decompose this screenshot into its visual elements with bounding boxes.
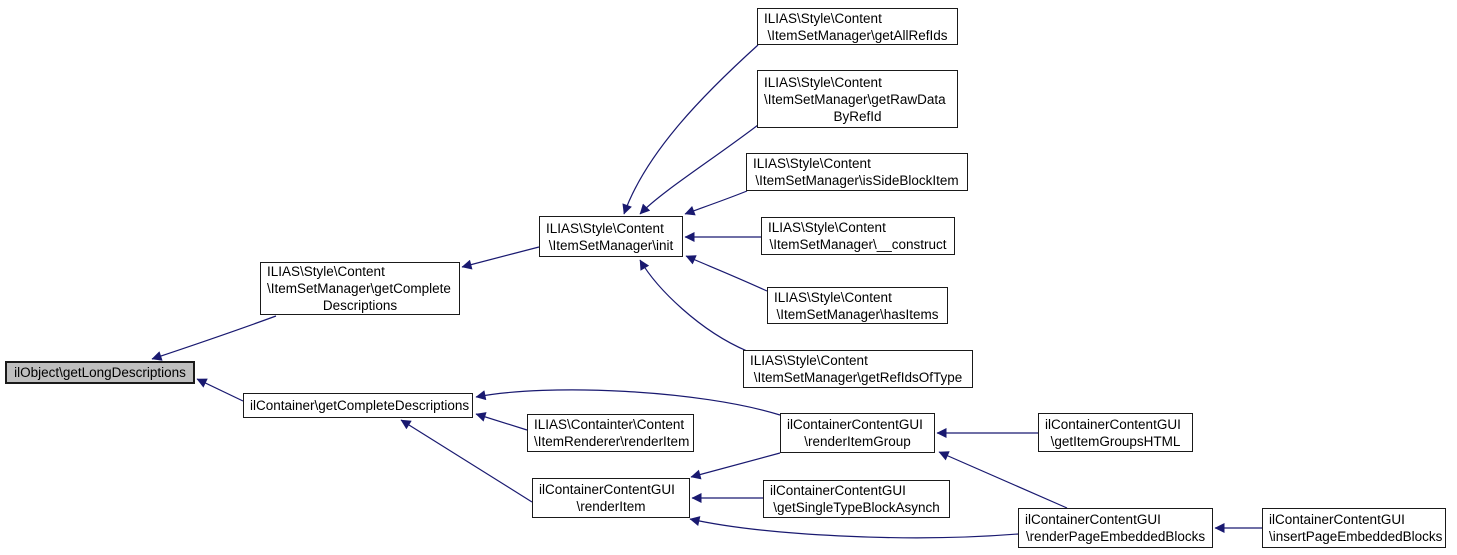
node-label-line: \ItemSetManager\getRawData	[764, 91, 946, 107]
node-label-line: \ItemSetManager\init	[548, 237, 674, 253]
node-label-line: \insertPageEmbeddedBlocks	[1269, 529, 1443, 544]
node-label-line: ILIAS\Style\Content	[774, 289, 892, 305]
graph-node-gui-renderitem[interactable]: ilContainerContentGUI \renderItem	[532, 478, 690, 518]
node-label-line: \ItemSetManager\getRefIdsOfType	[753, 370, 963, 385]
edge-ilcontainer-getcompletedescriptions--to--ilobject-getlongdescriptions	[196, 378, 244, 402]
edge-ism-issideblockitem--to--ism-init	[684, 190, 748, 216]
node-label-line: ILIAS\Style\Content	[764, 74, 882, 90]
node-label-line: ilContainerContentGUI	[1045, 416, 1181, 432]
graph-node-gui-getsingletypeblockasynch[interactable]: ilContainerContentGUI \getSingleTypeBlock…	[763, 480, 950, 518]
node-label-line: \renderItemGroup	[804, 434, 911, 449]
node-label-line: ilContainerContentGUI	[539, 482, 675, 497]
edge-ism-init--to--ism-getcompletedescriptions	[461, 246, 540, 270]
edge-gui-renderitemgroup--to--ilcontainer-getcompletedescriptions	[475, 389, 781, 416]
edge-gui-renderitem--to--ilcontainer-getcompletedescriptions	[400, 419, 533, 503]
node-label-line: \ItemSetManager\hasItems	[776, 306, 939, 322]
graph-node-ism-getrefidsoftype[interactable]: ILIAS\Style\Content \ItemSetManager\getRe…	[743, 350, 973, 388]
node-label-line: ByRefId	[833, 108, 882, 124]
edge-gui-renderitemgroup--to--gui-renderitem	[690, 452, 781, 480]
node-label-line: ilContainerContentGUI	[770, 483, 906, 498]
node-label-line: \getSingleTypeBlockAsynch	[773, 500, 940, 515]
edge-gui-renderpageembeddedblocks--to--gui-renderitemgroup	[938, 451, 1068, 509]
graph-node-gui-getitemgroupshtml[interactable]: ilContainerContentGUI\getItemGroupsHTML	[1038, 413, 1193, 452]
node-label-line: ILIAS\Containter\Content	[534, 417, 685, 432]
graph-node-itemrenderer-renderitem[interactable]: ILIAS\Containter\Content \ItemRenderer\re…	[527, 414, 694, 452]
node-label-line: \getItemGroupsHTML	[1050, 433, 1181, 449]
graph-node-ism-getrawdatabyrefid[interactable]: ILIAS\Style\Content\ItemSetManager\getRa…	[757, 70, 958, 128]
node-label-line: ilContainer\getCompleteDescriptions	[250, 398, 470, 413]
node-label-line: ILIAS\Style\Content	[768, 220, 886, 235]
graph-node-ism-construct[interactable]: ILIAS\Style\Content \ItemSetManager\__con…	[761, 217, 955, 255]
node-label-line: \ItemSetManager\__construct	[769, 237, 947, 252]
node-label-line: ilContainerContentGUI	[1025, 512, 1161, 527]
edge-ism-getrawdatabyrefid--to--ism-init	[639, 124, 759, 215]
node-label-line: ILIAS\Style\Content	[764, 10, 882, 26]
graph-node-ism-getallrefids[interactable]: ILIAS\Style\Content\ItemSetManager\getAl…	[757, 8, 958, 45]
node-label-line: \ItemSetManager\isSideBlockItem	[755, 173, 959, 188]
node-label-line: \ItemSetManager\getComplete	[267, 281, 451, 296]
node-label-line: \renderItem	[576, 499, 646, 514]
node-label-line: ILIAS\Style\Content	[750, 353, 868, 368]
graph-node-ism-issideblockitem[interactable]: ILIAS\Style\Content \ItemSetManager\isSid…	[746, 153, 968, 191]
graph-node-gui-renderpageembeddedblocks[interactable]: ilContainerContentGUI \renderPageEmbedded…	[1018, 508, 1213, 548]
node-label-line: ILIAS\Style\Content	[753, 156, 871, 171]
node-label-line: ilContainerContentGUI	[1269, 512, 1405, 527]
graph-node-ilcontainer-getcompletedescriptions[interactable]: ilContainer\getCompleteDescriptions	[243, 393, 473, 418]
edge-itemrenderer-renderitem--to--ilcontainer-getcompletedescriptions	[475, 412, 528, 431]
graph-node-ism-hasitems[interactable]: ILIAS\Style\Content\ItemSetManager\hasIt…	[767, 287, 948, 324]
graph-node-ism-init[interactable]: ILIAS\Style\Content\ItemSetManager\init	[539, 216, 683, 257]
edge-ism-getrefidsoftype--to--ism-init	[639, 259, 748, 352]
graph-node-ism-getcompletedescriptions[interactable]: ILIAS\Style\Content \ItemSetManager\getCo…	[260, 262, 460, 315]
graph-node-ilobject-getlongdescriptions[interactable]: ilObject\getLongDescriptions	[5, 361, 195, 384]
node-label-line: ILIAS\Style\Content	[267, 264, 385, 279]
node-label-line: ILIAS\Style\Content	[546, 220, 664, 236]
node-label-line: ilObject\getLongDescriptions	[14, 365, 186, 380]
node-label-line: \renderPageEmbeddedBlocks	[1025, 529, 1206, 544]
node-label-line: ilContainerContentGUI	[787, 417, 923, 432]
node-label-line: \ItemRenderer\renderItem	[534, 434, 690, 449]
edge-gui-renderpageembeddedblocks--to--gui-renderitem	[689, 516, 1019, 539]
edge-ism-getallrefids--to--ism-init	[622, 44, 759, 215]
node-label-line: Descriptions	[322, 298, 398, 313]
graph-node-gui-insertpageembeddedblocks[interactable]: ilContainerContentGUI \insertPageEmbedded…	[1262, 508, 1446, 548]
graph-node-gui-renderitemgroup[interactable]: ilContainerContentGUI \renderItemGroup	[780, 413, 935, 453]
node-label-line: \ItemSetManager\getAllRefIds	[767, 27, 948, 43]
edge-ism-getcompletedescriptions--to--ilobject-getlongdescriptions	[151, 315, 277, 361]
edge-ism-hasitems--to--ism-init	[685, 255, 768, 292]
